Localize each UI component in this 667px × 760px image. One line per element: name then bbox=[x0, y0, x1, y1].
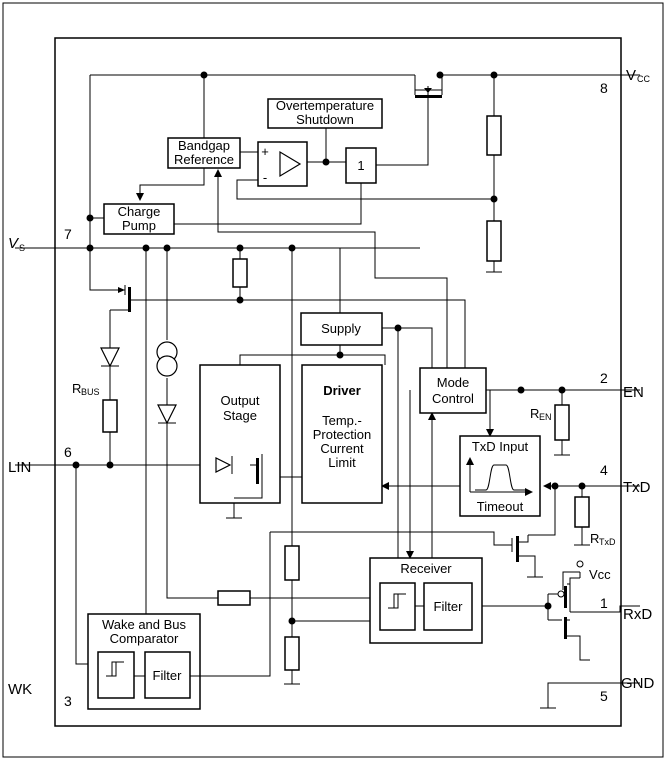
driver-line-3: Current bbox=[320, 441, 364, 456]
pin-txd: TxD 4 bbox=[600, 462, 651, 496]
svg-text:R: R bbox=[530, 406, 539, 421]
svg-text:V: V bbox=[626, 67, 636, 84]
svg-text:4: 4 bbox=[600, 462, 608, 478]
pin-vcc: V CC 8 bbox=[600, 67, 650, 96]
current-source-diode-icon bbox=[157, 404, 177, 425]
svg-text:GND: GND bbox=[621, 675, 655, 692]
svg-text:LIN: LIN bbox=[8, 459, 31, 476]
driver-line-1: Temp.- bbox=[322, 413, 362, 428]
txd-nmos-transistor bbox=[511, 535, 536, 562]
svg-text:S: S bbox=[19, 243, 25, 253]
svg-text:EN: EN bbox=[623, 384, 644, 401]
rbus-resistor bbox=[102, 399, 118, 433]
svg-text:TxD: TxD bbox=[623, 479, 651, 496]
rtxd-resistor bbox=[574, 496, 590, 528]
overtemp-shutdown-block bbox=[267, 98, 383, 129]
svg-text:V: V bbox=[8, 235, 20, 252]
junction-dots bbox=[72, 71, 586, 625]
svg-text:2: 2 bbox=[600, 370, 608, 386]
svg-text:1: 1 bbox=[600, 595, 608, 611]
rbus-diode-icon bbox=[100, 347, 120, 368]
ren-label: R EN bbox=[530, 406, 552, 422]
vcc-small-label: Vcc bbox=[589, 567, 611, 582]
output-stage-label-2: Stage bbox=[223, 408, 257, 423]
receiver-series-resistor bbox=[217, 590, 251, 606]
svg-text:EN: EN bbox=[539, 412, 552, 422]
mode-control-block bbox=[419, 367, 487, 414]
driver-line-2: Protection bbox=[313, 427, 372, 442]
pin-gnd: GND 5 bbox=[600, 675, 655, 704]
timeout-waveform-icon bbox=[466, 457, 533, 496]
rtxd-label: R TxD bbox=[590, 531, 616, 547]
output-stage-label-1: Output bbox=[220, 393, 259, 408]
wake-schmitt-icon bbox=[106, 661, 124, 677]
amplifier-block bbox=[257, 141, 308, 187]
svg-text:8: 8 bbox=[600, 80, 608, 96]
divider-resistor-bottom bbox=[486, 220, 502, 262]
txd-input-label: TxD Input bbox=[472, 439, 529, 454]
pin-wk: WK 3 bbox=[8, 681, 72, 709]
current-source-icon bbox=[156, 341, 178, 377]
svg-text:3: 3 bbox=[64, 693, 72, 709]
svg-text:R: R bbox=[590, 531, 599, 546]
receiver-label: Receiver bbox=[400, 561, 452, 576]
amp-minus-sign: - bbox=[263, 170, 267, 185]
bandgap-label-1: Bandgap bbox=[178, 138, 230, 153]
pmos-vcc-transistor bbox=[415, 86, 442, 98]
charge-pump-label-2: Pump bbox=[122, 218, 156, 233]
wake-label-2: Comparator bbox=[110, 631, 179, 646]
svg-text:RxD: RxD bbox=[623, 606, 652, 623]
rbus-label: R BUS bbox=[72, 381, 100, 397]
chip-boundary bbox=[54, 37, 622, 727]
svg-text:5: 5 bbox=[600, 688, 608, 704]
svg-text:TxD: TxD bbox=[599, 537, 616, 547]
pin-rxd: RxD 1 bbox=[600, 595, 652, 623]
charge-pump-label-1: Charge bbox=[118, 204, 161, 219]
wake-filter-label: Filter bbox=[153, 668, 183, 683]
driver-line-4: Limit bbox=[328, 455, 356, 470]
wake-label-1: Wake and Bus bbox=[102, 617, 187, 632]
pin-vs: V S 7 bbox=[8, 226, 72, 253]
divider-resistor-top bbox=[486, 115, 502, 156]
rxd-output-transistors bbox=[548, 560, 584, 640]
svg-text:R: R bbox=[72, 381, 81, 396]
pin-en: EN 2 bbox=[600, 370, 644, 401]
svg-text:BUS: BUS bbox=[81, 387, 100, 397]
txd-input-block bbox=[459, 435, 541, 517]
overtemp-label-2: Shutdown bbox=[296, 112, 354, 127]
charge-pump-block bbox=[103, 203, 175, 235]
receiver-filter-label: Filter bbox=[434, 599, 464, 614]
svg-text:6: 6 bbox=[64, 444, 72, 460]
supply-block bbox=[300, 312, 383, 346]
output-stage-transistor bbox=[215, 454, 263, 499]
wake-filter-block bbox=[144, 651, 191, 699]
driver-block bbox=[301, 364, 383, 504]
bandgap-reference-block bbox=[167, 137, 241, 169]
receiver-resistor-bottom bbox=[284, 636, 300, 671]
amplifier-triangle-icon bbox=[279, 150, 302, 178]
vs-resistor bbox=[232, 258, 248, 288]
logic-gate-label: 1 bbox=[357, 158, 364, 173]
ren-resistor bbox=[554, 404, 570, 441]
supply-label: Supply bbox=[321, 321, 361, 336]
pmos-vs-transistor bbox=[110, 285, 131, 312]
output-stage-block bbox=[199, 364, 281, 504]
receiver-filter-block bbox=[423, 582, 473, 631]
svg-text:WK: WK bbox=[8, 681, 32, 698]
receiver-schmitt-icon bbox=[388, 593, 406, 609]
svg-text:CC: CC bbox=[637, 74, 650, 84]
receiver-resistor-top bbox=[284, 545, 300, 581]
logic-gate-block bbox=[345, 147, 377, 184]
mode-control-label-2: Control bbox=[432, 391, 474, 406]
svg-text:7: 7 bbox=[64, 226, 72, 242]
bandgap-label-2: Reference bbox=[174, 152, 234, 167]
amp-plus-sign: + bbox=[261, 144, 269, 159]
overtemp-label-1: Overtemperature bbox=[276, 98, 374, 113]
pin-lin: LIN 6 bbox=[8, 444, 72, 476]
mode-control-label-1: Mode bbox=[437, 375, 470, 390]
timeout-label: Timeout bbox=[477, 499, 524, 514]
driver-title: Driver bbox=[323, 383, 361, 398]
